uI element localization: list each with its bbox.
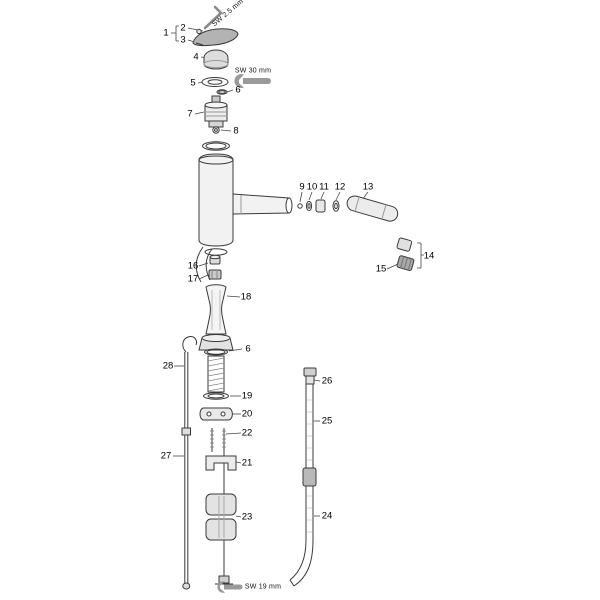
part-label-15: 15	[375, 263, 387, 275]
part-label-10: 10	[306, 181, 318, 193]
pullout-hose-drawing	[289, 367, 317, 587]
cartridge-drawing	[204, 95, 228, 128]
part-label-19: 19	[241, 390, 253, 402]
part-label-7: 7	[187, 108, 193, 120]
part-label-24: 24	[321, 510, 333, 522]
part-label-6-upper: 6	[235, 84, 241, 96]
part-label-4: 4	[193, 51, 199, 63]
part-label-14: 14	[423, 250, 435, 262]
base-shank-drawing	[198, 334, 234, 393]
pull-rod-drawing	[181, 336, 197, 590]
lower-body-drawing	[205, 284, 227, 335]
allen-key-icon	[203, 5, 223, 30]
part-label-18: 18	[240, 291, 252, 303]
part-label-28: 28	[162, 360, 174, 372]
part-label-13: 13	[362, 181, 374, 193]
part-label-6-lower: 6	[245, 343, 251, 355]
wrench-19-size-label: SW 19 mm	[244, 583, 282, 591]
oring-upper-drawing	[216, 89, 228, 95]
part-label-9: 9	[299, 181, 305, 193]
part-label-27: 27	[160, 450, 172, 462]
wrench-30-icon	[234, 74, 271, 88]
part-label-3: 3	[180, 34, 186, 46]
aerator-parts-drawing	[396, 237, 415, 271]
washer-drawing	[203, 392, 229, 400]
faucet-body-drawing	[195, 153, 293, 283]
part-label-2: 2	[180, 22, 186, 34]
part-label-23: 23	[241, 511, 253, 523]
retaining-ring-drawing	[212, 126, 220, 134]
wrench-19-icon	[217, 581, 243, 593]
part-label-5: 5	[190, 77, 196, 89]
mounting-flange-drawing	[199, 407, 233, 421]
diverter-parts-drawing	[208, 254, 222, 280]
part-label-8: 8	[233, 125, 239, 137]
hose-weight-drawing	[205, 493, 237, 541]
hose-coupling-parts-drawing	[297, 199, 340, 213]
part-label-25: 25	[321, 415, 333, 427]
part-label-11: 11	[319, 181, 329, 193]
body-seal-ring-drawing	[202, 141, 230, 151]
part-label-22: 22	[241, 427, 253, 439]
handle-cap-drawing	[203, 49, 229, 70]
part-label-21: 21	[241, 457, 253, 469]
part-label-16: 16	[187, 260, 199, 272]
escutcheon-ring-drawing	[201, 77, 229, 87]
handle-lever-drawing	[192, 28, 239, 47]
part-label-1: 1	[163, 27, 169, 39]
wrench-30-size-label: SW 30 mm	[234, 67, 272, 75]
retainer-bracket-drawing	[205, 455, 237, 471]
part-label-20: 20	[241, 408, 253, 420]
spray-head-drawing	[346, 195, 399, 222]
part-label-12: 12	[334, 181, 346, 193]
part-label-26: 26	[321, 375, 333, 387]
part-label-17: 17	[187, 273, 199, 285]
